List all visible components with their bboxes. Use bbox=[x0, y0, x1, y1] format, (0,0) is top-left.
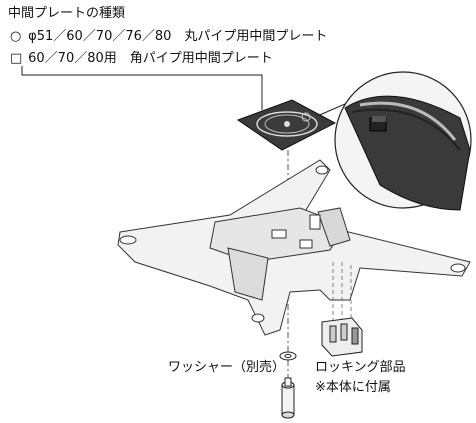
detail-magnifier bbox=[334, 71, 472, 211]
option-round-pipe-label: φ51／60／70／76／80 丸パイプ用中間プレート bbox=[28, 29, 328, 44]
base-frame bbox=[117, 159, 471, 336]
option-square-pipe: □ 60／70／80用 角パイプ用中間プレート bbox=[10, 51, 273, 66]
bolt bbox=[281, 377, 295, 419]
square-marker-icon: □ bbox=[10, 51, 23, 66]
leader-line bbox=[21, 66, 263, 110]
option-round-pipe: ○ φ51／60／70／76／80 丸パイプ用中間プレート bbox=[10, 29, 327, 44]
circle-marker-icon: ○ bbox=[10, 29, 22, 44]
option-square-pipe-label: 60／70／80用 角パイプ用中間プレート bbox=[28, 51, 273, 66]
locking-part-guides bbox=[332, 262, 352, 322]
locking-part-note: ※本体に付属 bbox=[315, 380, 391, 395]
locking-part bbox=[321, 317, 363, 357]
washer bbox=[279, 351, 297, 361]
washer-label: ワッシャー（別売） bbox=[168, 360, 286, 375]
locking-part-label: ロッキング部品 bbox=[315, 360, 406, 375]
plate-types-heading: 中間プレートの種類 bbox=[8, 6, 126, 21]
middle-plate bbox=[236, 99, 337, 151]
